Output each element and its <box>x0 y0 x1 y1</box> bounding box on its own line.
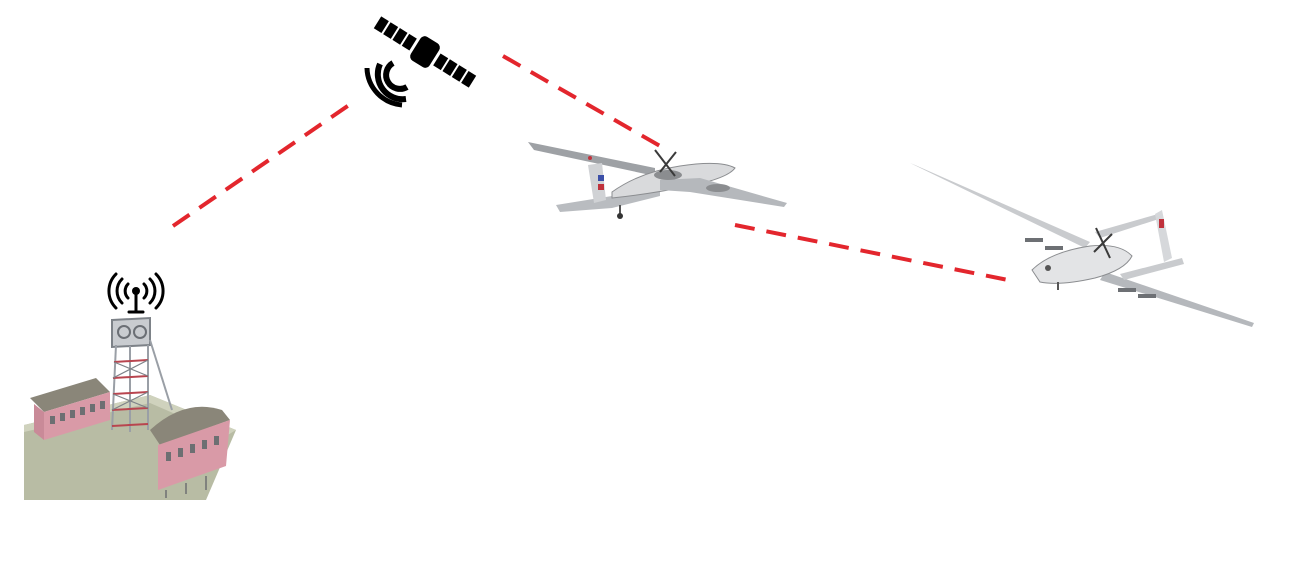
link-ground-to-satellite <box>171 101 354 228</box>
ground-station <box>24 272 236 500</box>
antenna-icon <box>107 272 165 314</box>
communication-links <box>171 54 1009 282</box>
link-aircraft-to-uav <box>734 223 1009 282</box>
uav-icon <box>910 163 1254 327</box>
link-satellite-to-aircraft <box>502 54 661 148</box>
relay-aircraft-icon <box>528 142 787 219</box>
satellite-icon <box>364 16 477 108</box>
